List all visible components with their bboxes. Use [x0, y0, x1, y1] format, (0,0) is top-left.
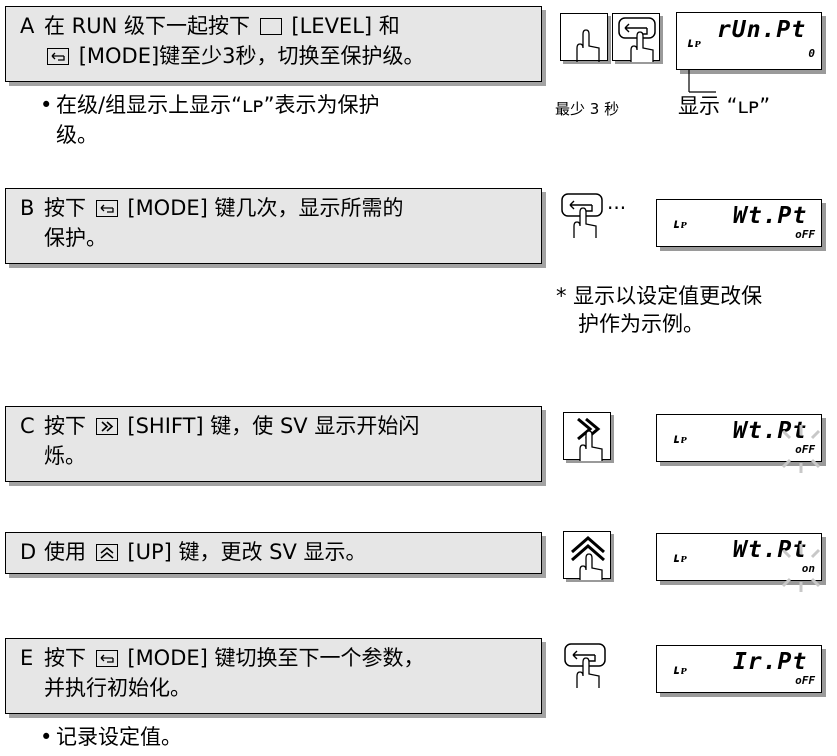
step-a-text-1: 在 RUN 级下一起按下 [44, 14, 251, 38]
step-b-text-3: 保护。 [44, 226, 107, 250]
bullet-text: 在级/组显示上显示“ʟᴘ”表示为保护 [56, 93, 380, 117]
mode-key-icon [95, 200, 118, 217]
display-5: ʟᴘ Ir.Pt oFF [656, 645, 822, 693]
display-2: ʟᴘ Wt.Pt oFF [656, 199, 822, 247]
level-key-button [560, 13, 608, 62]
level-indicator: ʟᴘ [687, 36, 701, 51]
level-key-icon [259, 18, 282, 35]
shift-key-icon [95, 418, 118, 435]
pv-readout: Wt.Pt [733, 418, 808, 444]
step-e-text-2: [MODE] 键切换至下一个参数， [127, 646, 425, 670]
finger-press-icon [579, 553, 603, 580]
mode-key-button [612, 13, 660, 62]
finger-press-icon [576, 657, 600, 688]
mode-key-button [560, 190, 608, 238]
step-letter: A [20, 14, 35, 38]
step-letter: D [20, 540, 37, 564]
step-e-bullet: •记录设定值。 [40, 725, 182, 749]
step-a-text-2: [LEVEL] 和 [291, 14, 400, 38]
finger-press-icon [573, 207, 597, 238]
step-a-bullet: •在级/组显示上显示“ʟᴘ”表示为保护 级。 [40, 93, 380, 147]
step-c-box: C 按下 [SHIFT] 键，使 SV 显示开始闪 烁。 [5, 406, 542, 482]
step-letter: C [20, 414, 35, 438]
sv-readout: oFF [795, 228, 815, 241]
step-letter: E [20, 646, 34, 670]
step-d-text-2: [UP] 键，更改 SV 显示。 [127, 540, 367, 564]
step-e-box: E 按下 [MODE] 键切换至下一个参数， 并执行初始化。 [5, 638, 542, 714]
note-line-2: 护作为示例。 [578, 312, 704, 336]
mode-key-icon [47, 48, 69, 65]
step-c-text-3: 烁。 [44, 444, 86, 468]
ellipsis: ··· [607, 196, 627, 220]
step-b-text-2: [MODE] 键几次，显示所需的 [127, 196, 404, 220]
level-indicator: ʟᴘ [673, 551, 687, 566]
sv-readout: on [801, 562, 815, 575]
finger-press-icon [576, 29, 600, 62]
level-indicator: ʟᴘ [673, 663, 687, 678]
bullet-text-cont: 级。 [56, 123, 98, 147]
bullet-text: 记录设定值。 [56, 725, 182, 749]
step-b-text-1: 按下 [44, 196, 86, 220]
pv-readout: Wt.Pt [733, 537, 808, 563]
caption-min-3s: 最少 3 秒 [555, 100, 620, 118]
pv-readout: Ir.Pt [733, 649, 808, 675]
finger-press-icon [630, 31, 654, 62]
mode-key-button [563, 640, 611, 688]
step-b-box: B 按下 [MODE] 键几次，显示所需的 保护。 [5, 188, 542, 264]
sv-readout: 0 [808, 47, 815, 60]
level-indicator: ʟᴘ [673, 432, 687, 447]
shift-key-button [563, 412, 611, 461]
step-d-box: D 使用 [UP] 键，更改 SV 显示。 [5, 532, 542, 574]
caption-display-lp: 显示 “ʟᴘ” [678, 94, 771, 118]
step-a-box: A 在 RUN 级下一起按下 [LEVEL] 和 [MODE]键至少3秒，切换至… [5, 6, 542, 82]
level-indicator: ʟᴘ [673, 217, 687, 232]
display-3: ʟᴘ Wt.Pt oFF [656, 414, 822, 473]
step-e-text-3: 并执行初始化。 [44, 676, 191, 700]
blink-rays-icon [781, 425, 821, 473]
pv-readout: rUn.Pt [717, 17, 807, 43]
blink-rays-icon [781, 544, 821, 592]
pv-readout: Wt.Pt [733, 203, 808, 229]
sv-readout: oFF [795, 443, 815, 456]
up-key-button [563, 531, 611, 580]
step-b-note: * 显示以设定值更改保 护作为示例。 [556, 282, 762, 338]
display-4: ʟᴘ Wt.Pt on [656, 533, 822, 592]
sv-readout: oFF [795, 674, 815, 687]
note-line-1: * 显示以设定值更改保 [556, 284, 763, 308]
step-letter: B [20, 196, 35, 220]
finger-press-icon [579, 430, 603, 461]
step-c-text-1: 按下 [44, 414, 86, 438]
up-key-icon [95, 544, 118, 561]
step-a-text-3: [MODE]键至少3秒，切换至保护级。 [78, 44, 425, 68]
mode-key-icon [95, 650, 118, 667]
step-c-text-2: [SHIFT] 键，使 SV 显示开始闪 [127, 414, 420, 438]
step-e-text-1: 按下 [44, 646, 86, 670]
display-1: ʟᴘ rUn.Pt 0 [676, 12, 822, 70]
step-d-text-1: 使用 [44, 540, 86, 564]
callout-line [688, 70, 716, 93]
up-key-icon [571, 536, 605, 562]
